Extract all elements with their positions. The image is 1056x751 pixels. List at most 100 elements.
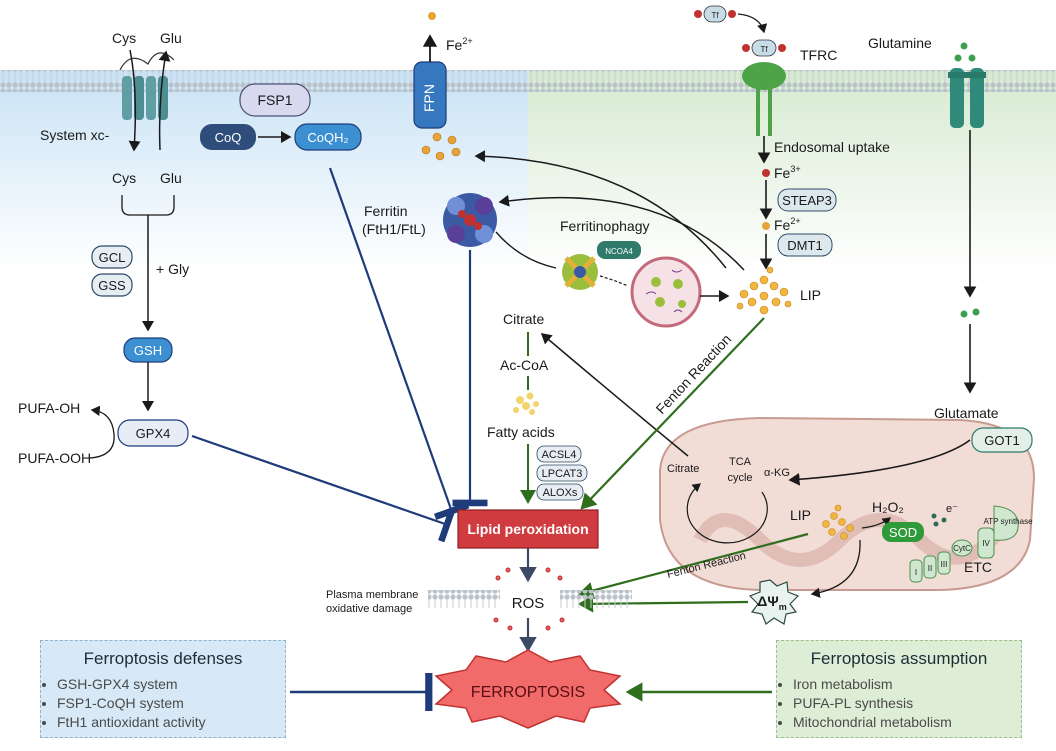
fe2-mid-label: Fe2+	[774, 216, 801, 233]
lip-iron-cluster	[736, 266, 792, 315]
fe2-top-label: Fe2+	[446, 36, 473, 53]
cys-top-label: Cys	[112, 30, 136, 46]
etc-label: ETC	[964, 559, 992, 575]
gss-label: GSS	[98, 278, 126, 293]
coqh2-pill	[294, 123, 362, 151]
fenton-lip-to-lipid-arrow	[580, 317, 765, 510]
coqh2-inhibits-lipid-line	[328, 167, 470, 520]
fatty-acids-label: Fatty acids	[487, 424, 555, 440]
ferritin-complex	[443, 193, 497, 247]
lip-mito-iron-cluster	[822, 504, 854, 540]
coq-pill	[200, 124, 256, 150]
ncoa4-label: NCOA4	[605, 247, 633, 256]
glutamate-label: Glutamate	[934, 405, 999, 421]
lpcat3-pill	[536, 464, 588, 482]
fenton-reaction-label-1: Fenton Reaction	[652, 331, 734, 417]
electron-label: e⁻	[946, 503, 958, 515]
steap3-label: STEAP3	[782, 193, 832, 208]
fpn-iron-dots	[421, 132, 461, 161]
fatty-acid-droplets	[513, 392, 539, 415]
atp-synthase-label: ATP synthase	[983, 517, 1033, 526]
aloxs-label: ALOXs	[543, 487, 578, 499]
ferroptosis-label: FERROPTOSIS	[471, 684, 585, 701]
system-xc-label: System xc-	[40, 127, 110, 143]
electron-dots	[931, 513, 947, 527]
ferritin-label-line1: Ferritin	[364, 203, 408, 219]
tfrc-receptor	[742, 39, 786, 136]
got1-pill	[971, 427, 1033, 453]
damaged-membrane-left	[428, 590, 500, 608]
pufa-oh-label: PUFA-OH	[18, 400, 80, 416]
sod-pill	[882, 522, 924, 542]
tca-label-line2: cycle	[727, 472, 752, 484]
glutamate-to-akg-arrow	[788, 439, 971, 486]
etc-complexes	[909, 505, 1019, 583]
pm-damage-label-line1: Plasma membrane	[326, 589, 418, 601]
membrane-damage-marks	[493, 567, 565, 631]
h2o2-to-lip-arrow	[861, 517, 891, 529]
gcl-label: GCL	[99, 250, 126, 265]
delta-psi-label: ΔΨm	[757, 593, 786, 612]
plus-gly-label: + Gly	[156, 261, 189, 277]
h2o2-label: H₂O₂	[872, 499, 904, 515]
acsl4-label: ACSL4	[542, 449, 577, 461]
complex-iii-label: III	[941, 560, 948, 569]
lip-to-delta-psi-arrow	[810, 539, 861, 598]
acsl4-pill	[536, 445, 582, 463]
ncoa4-ferritin-complex	[562, 254, 598, 290]
glutamine-transporter	[948, 68, 986, 128]
assumption-list: Iron metabolism PUFA-PL synthesis Mitoch…	[777, 675, 1021, 732]
citrate-mito-label: Citrate	[667, 463, 699, 475]
ncoa4-pill	[597, 241, 641, 259]
system-xc-transporter	[119, 52, 175, 120]
coq-label: CoQ	[215, 130, 242, 145]
damaged-membrane-right	[560, 590, 632, 608]
glu-bottom-label: Glu	[160, 170, 182, 186]
ros-label: ROS	[512, 595, 545, 612]
tfrc-label: TFRC	[800, 47, 837, 63]
ferritinophagy-label: Ferritinophagy	[560, 218, 650, 234]
defenses-item: GSH-GPX4 system	[57, 675, 285, 694]
dmt1-label: DMT1	[787, 238, 822, 253]
gcl-pill	[91, 245, 133, 269]
cys-import-arrow	[128, 49, 141, 152]
assumption-item: PUFA-PL synthesis	[793, 694, 1021, 713]
ferroptosis-defenses-box: Ferroptosis defenses GSH-GPX4 system FSP…	[40, 640, 286, 738]
complex-i-label: I	[915, 568, 917, 577]
lip-mito-label: LIP	[790, 507, 811, 523]
citrate-export-arrow	[540, 333, 689, 457]
lip-to-fpn-arrow	[474, 150, 727, 269]
fe3-label: Fe3+	[774, 164, 801, 181]
tca-cycle-arrow	[686, 483, 768, 544]
gpx4-pill	[117, 419, 189, 447]
endosomal-uptake-label: Endosomal uptake	[774, 139, 890, 155]
got1-label: GOT1	[984, 433, 1019, 448]
tf-bound-label: Tf	[760, 45, 768, 54]
complex-iv-label: IV	[982, 539, 990, 548]
cytc-label: CytC	[953, 544, 971, 553]
fsp1-pill	[239, 83, 311, 117]
pm-damage-label-line2: oxidative damage	[326, 603, 412, 615]
ferritin-to-ncoa4-line	[495, 231, 557, 269]
autolysosome	[630, 256, 702, 328]
gsh-label: GSH	[134, 343, 162, 358]
dmt1-pill	[777, 233, 833, 257]
tca-label-line1: TCA	[729, 456, 752, 468]
ferroptosis-star	[434, 649, 622, 729]
tf-free-label: Tf	[711, 11, 719, 20]
defenses-item: FtH1 antioxidant activity	[57, 713, 285, 732]
defenses-item: FSP1-CoQH system	[57, 694, 285, 713]
fe3-dot	[762, 169, 770, 177]
glu-top-label: Glu	[160, 30, 182, 46]
fenton-mito-to-ros-arrow	[577, 532, 809, 600]
pufa-ooh-label: PUFA-OOH	[18, 450, 91, 466]
gpx4-inhibits-lipid-line	[191, 434, 456, 543]
glu-export-arrow	[158, 50, 171, 151]
lipid-peroxidation-label: Lipid peroxidation	[467, 521, 588, 537]
akg-label: α-KG	[764, 467, 790, 479]
complex-ii-label: II	[928, 564, 932, 573]
glutamine-dots	[954, 42, 980, 318]
lpcat3-label: LPCAT3	[542, 468, 583, 480]
